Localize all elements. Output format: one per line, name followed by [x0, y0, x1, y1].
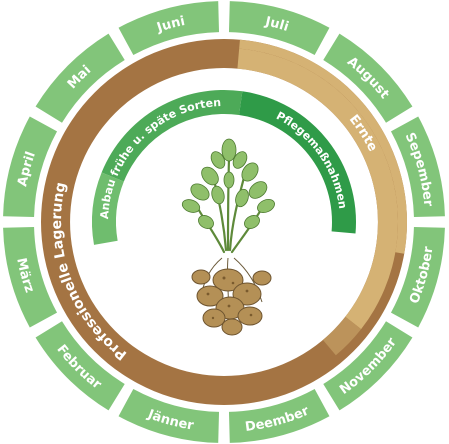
month-segment-8: [390, 116, 445, 218]
month-segment-9: [390, 226, 445, 328]
potato-plant-icon: [181, 138, 275, 336]
month-segment-4: [35, 33, 125, 123]
harvest-arc: [237, 48, 398, 330]
storage-arc-b: [41, 39, 224, 405]
month-segment-0: [118, 388, 220, 443]
planting-arc-start: [92, 172, 124, 245]
month-segment-6: [228, 1, 330, 56]
month-segment-3: [3, 116, 58, 218]
planting-arc: [101, 90, 243, 182]
care-arc: [239, 91, 356, 234]
inner-ring: [92, 90, 356, 245]
month-segment-11: [228, 388, 330, 443]
month-label-6: Juli: [263, 14, 290, 35]
month-segment-7: [323, 33, 413, 123]
harvest-fade: [322, 316, 362, 356]
month-segment-1: [35, 321, 125, 411]
month-segment-5: [118, 1, 220, 56]
month-segment-2: [3, 226, 58, 328]
storage-ring: [41, 39, 407, 405]
month-segment-10: [323, 321, 413, 411]
